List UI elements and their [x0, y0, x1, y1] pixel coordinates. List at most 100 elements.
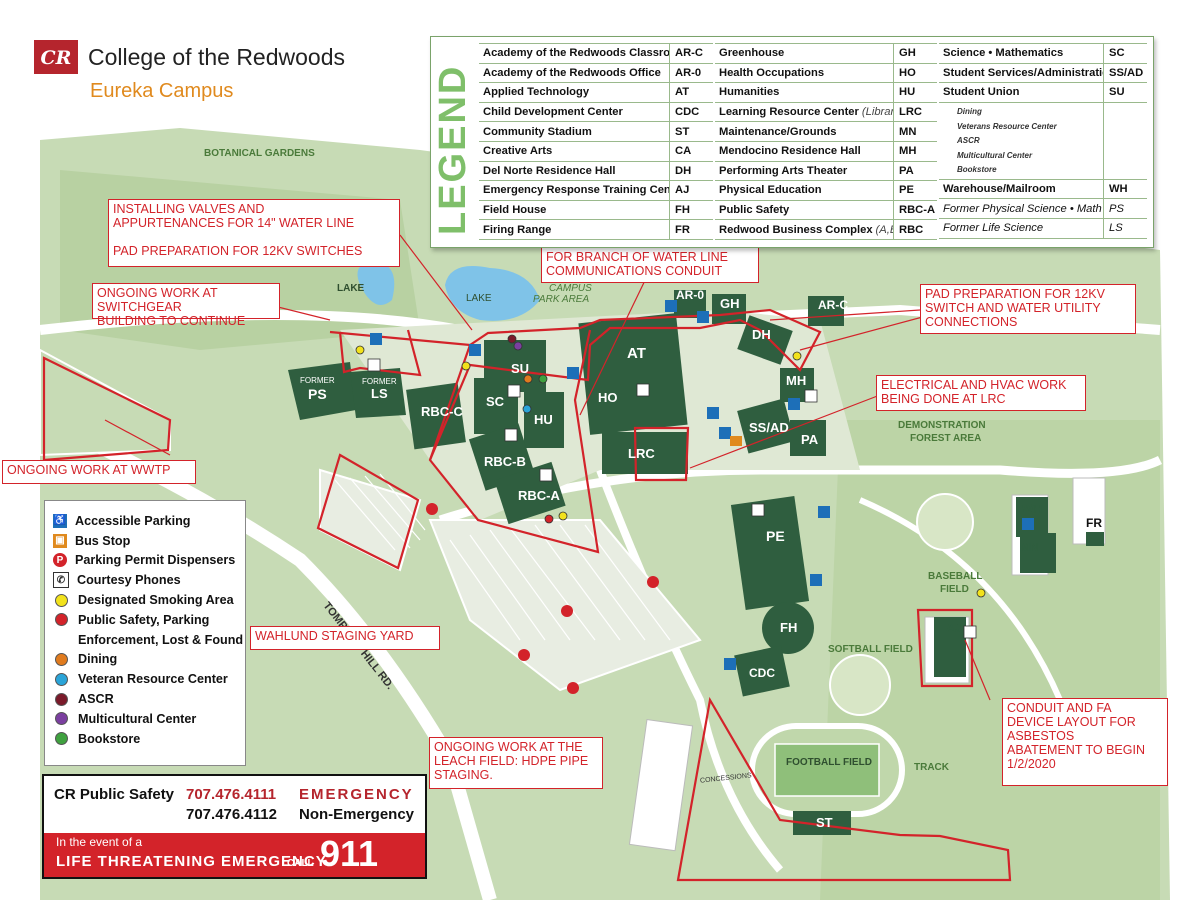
legend-row: Public Safety RBC-A	[715, 200, 937, 221]
student-union-subitem: Bookstore	[957, 165, 997, 175]
legend-row-name: Community Stadium	[483, 125, 592, 138]
building-label-fh: FH	[780, 620, 798, 635]
legend-row-name: Performing Arts Theater	[719, 164, 848, 177]
legend-row-code: HU	[893, 83, 937, 102]
buildings	[288, 290, 1104, 835]
building-label-ho: HO	[598, 390, 618, 405]
key-label: Veteran Resource Center	[78, 672, 228, 687]
legend-row-code: CDC	[669, 102, 713, 122]
key-dot	[55, 593, 68, 607]
legend-row-name: Field House	[483, 204, 547, 217]
building-label-hu: HU	[534, 412, 553, 427]
building-label-gh: GH	[720, 296, 740, 311]
legend-row-name: Del Norte Residence Hall	[483, 164, 616, 177]
key-dot	[55, 692, 68, 706]
svg-text:CR: CR	[41, 47, 72, 69]
legend-row-code: LRC	[893, 102, 937, 122]
key-item: ♿Accessible Parking	[45, 511, 245, 531]
building-label-dh: DH	[752, 327, 771, 342]
key-dot	[55, 613, 68, 627]
bus-icon: ▣	[53, 533, 67, 548]
emergency-number: 707.476.4111	[186, 786, 277, 803]
call-number: 911	[320, 833, 379, 874]
key-label: Enforcement, Lost & Found	[78, 632, 244, 647]
legend-row-code: SC	[1103, 44, 1147, 63]
legend-row-name: Redwood Business Complex	[719, 223, 873, 236]
wheelchair-icon: ♿	[53, 513, 67, 528]
svg-text:LEGEND: LEGEND	[437, 65, 471, 235]
label-football-field: FOOTBALL FIELD	[786, 757, 872, 768]
legend-row-code: MH	[893, 141, 937, 161]
legend-row-code: GH	[893, 44, 937, 63]
key-dot	[55, 712, 68, 726]
building-label-wh: WH	[1022, 502, 1042, 516]
label-lake-west: LAKE	[337, 283, 365, 294]
legend-row-name: Emergency Response Training Center	[483, 184, 669, 197]
label-field: FIELD	[940, 584, 969, 595]
phone-icon: ✆	[53, 572, 69, 589]
key-label: Designated Smoking Area	[78, 593, 234, 608]
softball-field	[829, 654, 891, 716]
note-pad-preparation-12kv: PAD PREPARATION FOR 12KV SWITCH AND WATE…	[920, 284, 1136, 334]
legend-row-name: Learning Resource Center	[719, 106, 859, 119]
building-label-ls: LS	[371, 386, 388, 401]
key-item: Veteran Resource Center	[45, 669, 245, 689]
legend-row-name: Science • Mathematics	[943, 47, 1064, 60]
football-field	[774, 743, 880, 797]
building-label-pa: PA	[801, 432, 819, 447]
student-union-subitem: Multicultural Center	[957, 150, 1033, 160]
legend-row-code: AR-C	[669, 44, 713, 63]
legend-row: Maintenance/Grounds MN	[715, 122, 937, 142]
page-title: College of the Redwoods	[88, 44, 345, 70]
legend-row-code: AR-0	[669, 63, 713, 83]
key-label: Dining	[78, 652, 118, 667]
legend-row-name: Public Safety	[719, 204, 790, 217]
label-demonstration: DEMONSTRATION	[898, 420, 986, 431]
legend-row-code: AT	[669, 83, 713, 102]
label-track: TRACK	[914, 762, 949, 773]
legend-row-name: Maintenance/Grounds	[719, 125, 837, 138]
key-label: Multicultural Center	[78, 711, 197, 726]
legend-row-code: RBC-A	[893, 200, 937, 220]
building-legend: LEGEND Academy of the Redwoods Classroom…	[430, 36, 1154, 248]
building-label-mh: MH	[786, 373, 807, 388]
key-item: Bookstore	[45, 729, 245, 749]
key-label: Public Safety, Parking	[78, 612, 210, 627]
baseball-field	[916, 493, 974, 551]
legend-row-code: PE	[893, 181, 937, 200]
label-baseball: BASEBALL	[928, 571, 983, 582]
building-label-ar-0: AR-0	[676, 288, 705, 302]
legend-row-code: MN	[893, 122, 937, 141]
legend-row-code: CA	[669, 141, 713, 161]
note-water-line-valves: INSTALLING VALVES AND APPURTENANCES FOR …	[108, 199, 400, 267]
legend-row-name: Creative Arts	[483, 145, 553, 158]
college-logo: CR	[34, 40, 78, 74]
label-campus: CAMPUS	[549, 283, 592, 294]
life-threatening-text: LIFE THREATENING EMERGENCY	[56, 853, 327, 870]
legend-row-name: Student Services/Administration	[943, 66, 1103, 79]
legend-row-note: (A,B,C)	[875, 223, 893, 236]
student-union-subitem: Dining	[957, 107, 982, 117]
lake-west	[357, 261, 395, 305]
parking-icon: P	[53, 553, 67, 568]
legend-row-name: Greenhouse	[719, 47, 785, 60]
legend-row-code: ST	[669, 122, 713, 141]
legend-row: Creative Arts CA	[479, 141, 713, 162]
call-text: CALL	[287, 858, 314, 869]
legend-row: Science • Mathematics SC	[939, 44, 1147, 64]
emergency-label: EMERGENCY	[299, 786, 414, 803]
legend-row-code: HO	[893, 63, 937, 83]
building-label-ps: PS	[308, 386, 327, 402]
key-item: Dining	[45, 650, 245, 670]
